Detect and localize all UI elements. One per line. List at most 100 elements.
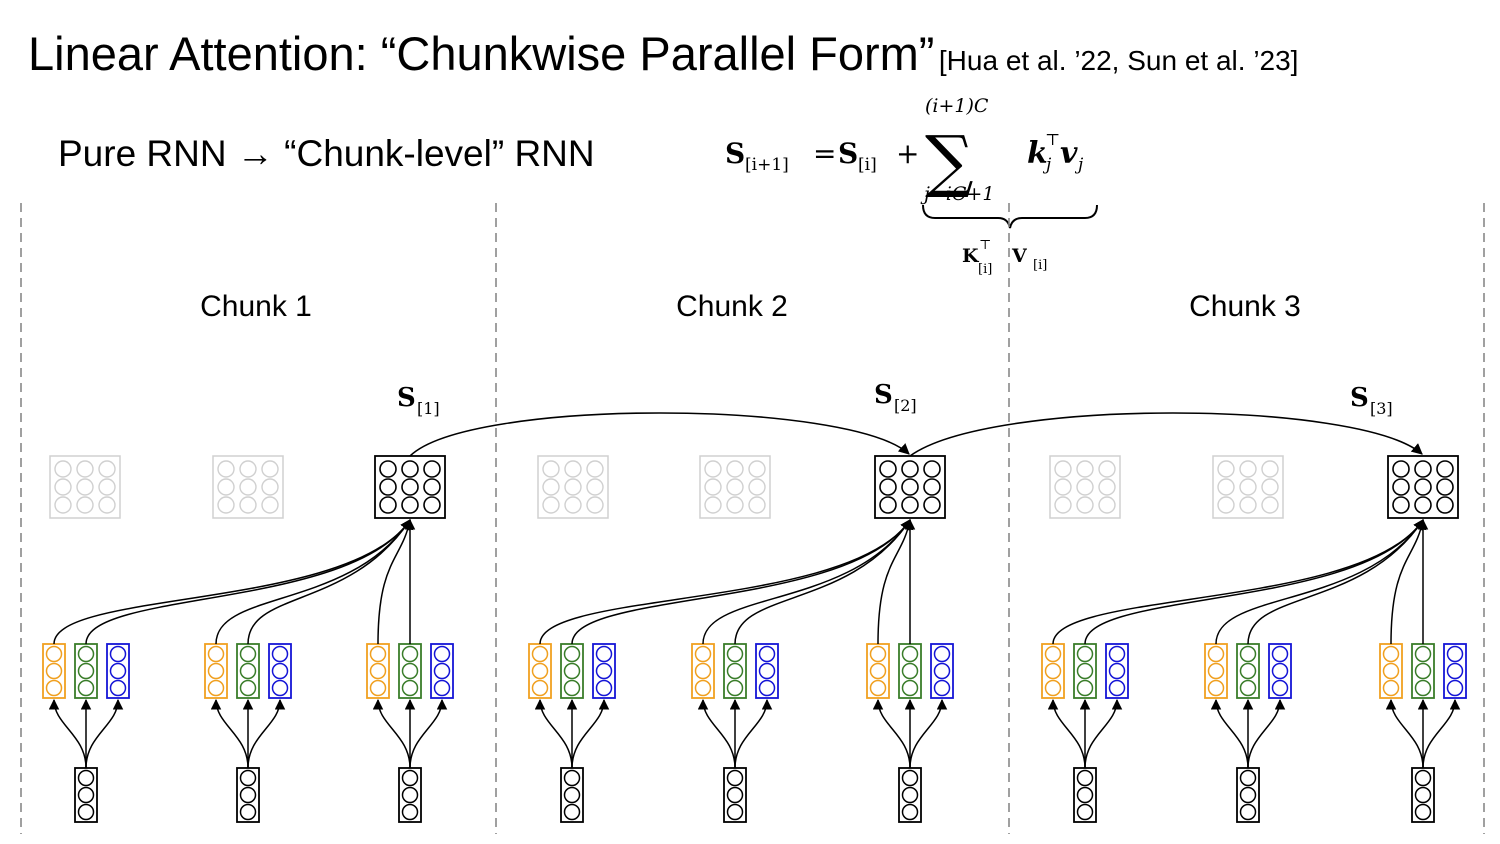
key-vector bbox=[204, 643, 228, 699]
state-cell bbox=[1261, 496, 1279, 514]
state-update-arrow bbox=[53, 519, 411, 645]
state-cell bbox=[261, 496, 279, 514]
vector-cell bbox=[1108, 662, 1126, 680]
state-matrix-frame bbox=[699, 455, 771, 519]
state-cell bbox=[76, 460, 94, 478]
vector-cell bbox=[595, 645, 613, 663]
vector-cell bbox=[1239, 769, 1257, 787]
vector-cell bbox=[901, 769, 919, 787]
vector-cell bbox=[369, 679, 387, 697]
state-cell bbox=[1098, 496, 1116, 514]
vector-cell bbox=[109, 679, 127, 697]
state-cell bbox=[879, 460, 897, 478]
state-cell bbox=[239, 496, 257, 514]
vector-cell bbox=[1446, 679, 1464, 697]
vector-cell bbox=[77, 645, 95, 663]
vector-cell bbox=[933, 662, 951, 680]
state-update-arrow bbox=[877, 518, 914, 645]
vector-cell bbox=[401, 786, 419, 804]
value-vector bbox=[1073, 643, 1097, 699]
vector-cell bbox=[401, 662, 419, 680]
vector-cell bbox=[563, 679, 581, 697]
faded-state-matrix bbox=[1212, 455, 1284, 519]
vector-cell bbox=[726, 786, 744, 804]
vector-cell bbox=[45, 645, 63, 663]
state-matrix-frame bbox=[212, 455, 284, 519]
state-cell bbox=[704, 460, 722, 478]
vector-cell bbox=[239, 803, 257, 821]
value-vector bbox=[236, 643, 260, 699]
query-vector bbox=[268, 643, 292, 699]
state-cell bbox=[586, 496, 604, 514]
brace-V-sub: [i] bbox=[1033, 258, 1047, 273]
state-cell bbox=[564, 478, 582, 496]
input-token bbox=[1073, 767, 1097, 823]
chunk-label-1: Chunk 1 bbox=[200, 290, 312, 323]
vector-cell bbox=[1076, 662, 1094, 680]
vector-cell bbox=[239, 769, 257, 787]
projection-arrow bbox=[48, 698, 87, 769]
state-cell bbox=[704, 496, 722, 514]
vector-cell bbox=[694, 662, 712, 680]
vector-cell bbox=[433, 662, 451, 680]
state-cell bbox=[401, 478, 419, 496]
vector-cell bbox=[758, 679, 776, 697]
state-cell bbox=[401, 460, 419, 478]
formula-sum-upper: (i+1)C bbox=[925, 95, 989, 117]
vector-cell bbox=[1044, 679, 1062, 697]
state-cell bbox=[704, 478, 722, 496]
vector-cell bbox=[239, 662, 257, 680]
vector-cell bbox=[694, 645, 712, 663]
state-matrix-1 bbox=[374, 455, 446, 519]
vector-cell bbox=[1076, 645, 1094, 663]
state-cell bbox=[1414, 460, 1432, 478]
vector-cell bbox=[1239, 803, 1257, 821]
state-cell bbox=[923, 496, 941, 514]
value-vector bbox=[398, 643, 422, 699]
query-vector bbox=[430, 643, 454, 699]
vector-cell bbox=[1446, 662, 1464, 680]
vector-cell bbox=[77, 803, 95, 821]
vector-cell bbox=[271, 679, 289, 697]
value-vector bbox=[74, 643, 98, 699]
vector-cell bbox=[369, 645, 387, 663]
key-vector bbox=[1204, 643, 1228, 699]
formula-k: k bbox=[1027, 136, 1048, 171]
state-matrix-frame bbox=[374, 455, 446, 519]
vector-cell bbox=[531, 645, 549, 663]
vector-cell bbox=[77, 679, 95, 697]
faded-state-matrix bbox=[49, 455, 121, 519]
formula-underbrace bbox=[922, 204, 1098, 229]
vector-cell bbox=[1108, 679, 1126, 697]
state-cell bbox=[1098, 478, 1116, 496]
state-matrix-frame bbox=[49, 455, 121, 519]
state-sub-2: [2] bbox=[894, 396, 917, 415]
vector-cell bbox=[901, 679, 919, 697]
state-cell bbox=[1217, 496, 1235, 514]
input-token bbox=[236, 767, 260, 823]
state-label-3: S bbox=[1350, 383, 1369, 413]
vector-cell bbox=[563, 662, 581, 680]
vector-cell bbox=[1076, 679, 1094, 697]
vector-cell bbox=[758, 645, 776, 663]
vector-frame bbox=[268, 643, 292, 699]
vector-cell bbox=[401, 645, 419, 663]
vector-cell bbox=[726, 679, 744, 697]
state-matrix-frame bbox=[1212, 455, 1284, 519]
formula-v: v bbox=[1060, 136, 1078, 171]
formula-k-sub: j bbox=[1042, 155, 1052, 175]
vector-cell bbox=[1271, 679, 1289, 697]
state-cell bbox=[879, 478, 897, 496]
vector-frame bbox=[592, 643, 616, 699]
state-cell bbox=[423, 460, 441, 478]
state-cell bbox=[748, 460, 766, 478]
chunk-label-2: Chunk 2 bbox=[676, 290, 788, 323]
vector-cell bbox=[1446, 645, 1464, 663]
state-cell bbox=[1239, 460, 1257, 478]
vector-cell bbox=[869, 645, 887, 663]
query-vector bbox=[755, 643, 779, 699]
formula-k-transpose: ⊤ bbox=[1045, 130, 1060, 149]
projection-arrow bbox=[85, 698, 124, 769]
formula-sum-lower: j=iC+1 bbox=[920, 183, 994, 205]
value-vector bbox=[723, 643, 747, 699]
